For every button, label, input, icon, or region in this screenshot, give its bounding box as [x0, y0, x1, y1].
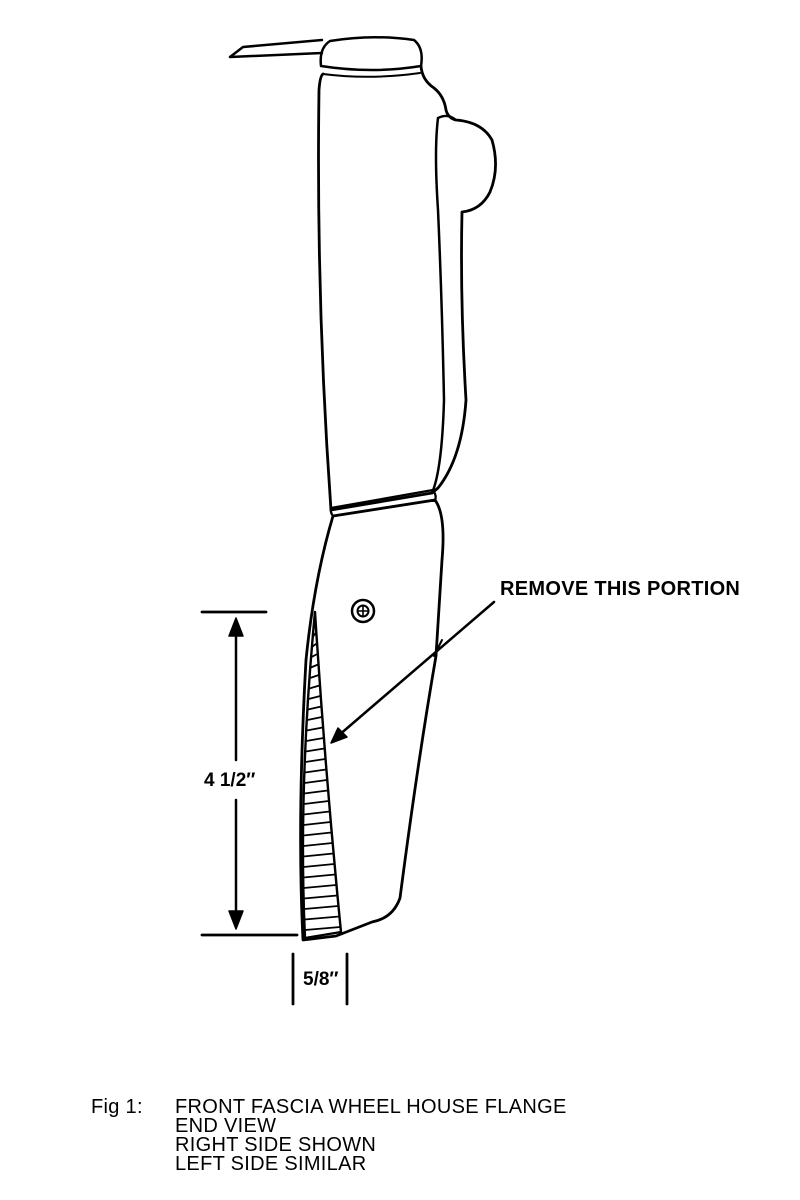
hatch-line: [303, 894, 339, 900]
hatch-line: [303, 768, 327, 774]
hatch-line: [303, 905, 340, 910]
hatch-line: [310, 653, 319, 658]
height-dimension: [200, 610, 299, 937]
hatch-line: [302, 884, 338, 889]
hatch-line: [309, 674, 320, 679]
callout-arrow: [330, 600, 496, 744]
figure-number: Fig 1:: [91, 1096, 143, 1118]
hatch-line: [302, 852, 335, 858]
hatch-line: [308, 684, 321, 690]
hatch-line: [307, 695, 322, 700]
hatch-line: [304, 758, 327, 763]
top-tab: [228, 38, 324, 59]
upper-body-outline: [317, 64, 497, 512]
hatch-line: [304, 747, 326, 753]
hatch-line: [305, 737, 325, 742]
caption-line-side: RIGHT SIDE SHOWN: [175, 1134, 377, 1156]
hatch-line: [312, 632, 317, 637]
width-dimension-label: 5/8″: [303, 969, 339, 990]
hatch-line: [307, 705, 323, 711]
callout-label: REMOVE THIS PORTION: [500, 578, 741, 600]
top-cap: [319, 36, 423, 72]
hatch-line: [303, 779, 328, 784]
hatch-line: [302, 863, 336, 868]
hatch-line: [306, 716, 323, 721]
removal-region: [301, 610, 343, 940]
hatch-line: [305, 726, 324, 732]
hatch-line: [302, 873, 337, 879]
hatch-line: [303, 915, 341, 921]
width-dimension: [291, 952, 349, 1006]
screw-head-icon: [350, 598, 376, 624]
lower-panel: [299, 498, 445, 942]
hatch-line: [302, 831, 333, 837]
caption-line-note: LEFT SIDE SIMILAR: [175, 1153, 367, 1175]
height-dimension-label: 4 1/2″: [204, 770, 256, 791]
arrowhead-icon: [228, 617, 244, 637]
hatch-line: [304, 926, 342, 931]
hatch-line: [302, 810, 331, 816]
hatch-line: [311, 642, 318, 648]
hatch-line: [303, 789, 329, 795]
caption-line-view: END VIEW: [175, 1115, 277, 1137]
caption-line-title: FRONT FASCIA WHEEL HOUSE FLANGE: [175, 1096, 567, 1118]
arrowhead-icon: [330, 727, 348, 744]
hatch-line: [303, 800, 330, 805]
arrowhead-icon: [228, 910, 244, 930]
hatch-line: [309, 663, 320, 669]
hatch-line: [302, 821, 332, 826]
hatch-line: [302, 842, 334, 847]
